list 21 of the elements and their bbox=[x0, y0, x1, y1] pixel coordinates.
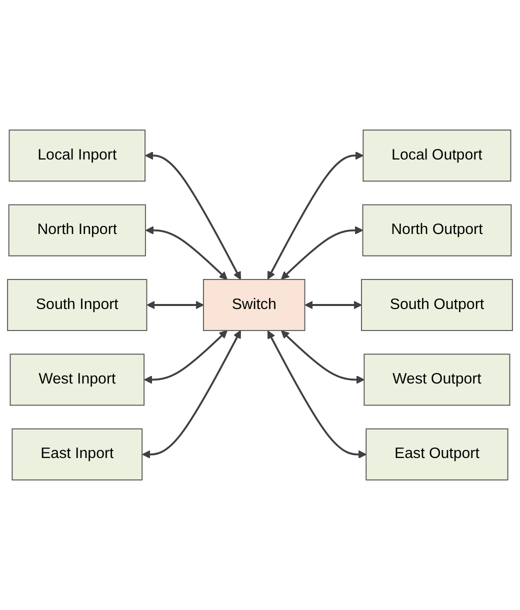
node-box: South Outport bbox=[361, 279, 513, 331]
node-box: North Inport bbox=[8, 204, 146, 256]
node-box: Local Inport bbox=[8, 130, 146, 182]
arrow bbox=[281, 330, 365, 384]
node-box: East Inport bbox=[12, 428, 143, 480]
arrow bbox=[304, 300, 362, 310]
arrow bbox=[142, 330, 241, 459]
node-box: West Outport bbox=[364, 354, 510, 406]
node-box: South Inport bbox=[7, 279, 148, 331]
arrow bbox=[267, 330, 366, 459]
arrow bbox=[144, 330, 228, 384]
node-box: East Outport bbox=[366, 428, 508, 480]
node-box: Local Outport bbox=[362, 130, 512, 182]
arrow bbox=[145, 226, 228, 280]
node-box: Switch bbox=[203, 279, 306, 331]
arrow bbox=[145, 151, 241, 280]
arrow bbox=[281, 226, 364, 280]
arrow bbox=[146, 300, 204, 310]
node-box: West Inport bbox=[10, 354, 145, 406]
arrow bbox=[267, 151, 364, 280]
node-box: North Outport bbox=[362, 204, 512, 256]
